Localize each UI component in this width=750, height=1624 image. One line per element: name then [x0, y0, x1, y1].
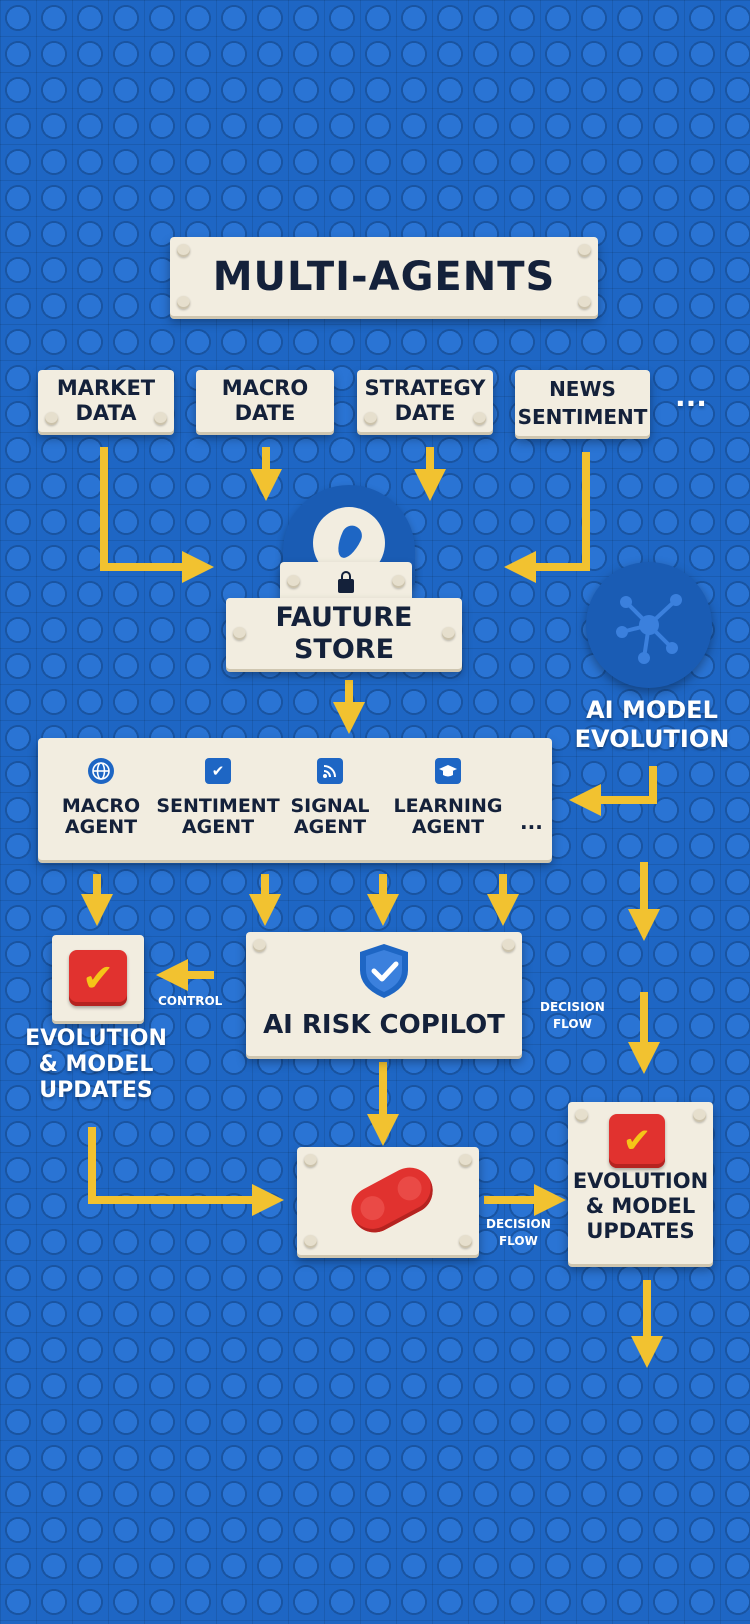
source-news-sentiment: NEWS SENTIMENT	[515, 370, 650, 436]
left-check-brick: ✔	[52, 935, 144, 1021]
agent-signal: SIGNAL AGENT	[270, 758, 390, 838]
feature-store-brick: FAUTURE STORE	[226, 598, 462, 669]
rss-icon	[317, 758, 343, 784]
source-macro-date: MACRO DATE	[196, 370, 334, 432]
agent-sentiment: ✔ SENTIMENT AGENT	[143, 758, 293, 838]
more-sources-ellipsis: ...	[675, 380, 707, 413]
source-market-data: MARKET DATA	[38, 370, 174, 432]
title-brick: MULTI-AGENTS	[170, 237, 598, 316]
ai-model-evolution-label: AI MODEL EVOLUTION	[574, 696, 730, 753]
check-icon: ✔	[69, 950, 127, 1006]
graduation-cap-icon	[435, 758, 461, 784]
agent-macro: MACRO AGENT	[41, 758, 161, 838]
decision-flow-bottom-label: DECISION FLOW	[486, 1217, 551, 1248]
arrow-evolution-to-agents	[569, 766, 657, 816]
network-node-icon	[586, 562, 712, 688]
check-icon: ✔	[609, 1114, 665, 1168]
agent-learning: LEARNING AGENT	[388, 758, 508, 838]
page-title: MULTI-AGENTS	[212, 253, 556, 300]
source-strategy-date: STRATEGY DATE	[357, 370, 493, 432]
shield-icon	[356, 942, 412, 1004]
more-agents-ellipsis: ...	[520, 810, 543, 834]
arrow-market-to-store	[100, 447, 214, 583]
globe-icon	[88, 758, 114, 784]
decision-flow-right-label: DECISION FLOW	[540, 1000, 605, 1031]
agents-brick: MACRO AGENT ✔ SENTIMENT AGENT SIGNAL AGE…	[38, 738, 552, 860]
left-updates-label: EVOLUTION & MODEL UPDATES	[25, 1026, 167, 1103]
copilot-label: AI RISK COPILOT	[263, 1010, 505, 1040]
red-pill-icon	[343, 1159, 441, 1241]
copilot-brick: AI RISK COPILOT	[246, 932, 522, 1056]
right-updates-brick: ✔ EVOLUTION & MODEL UPDATES	[568, 1102, 713, 1264]
arrow-updates-to-pill	[88, 1127, 284, 1216]
checkbox-icon: ✔	[205, 758, 231, 784]
arrow-news-to-store	[504, 452, 590, 583]
lock-icon	[338, 571, 354, 593]
pill-brick	[297, 1147, 479, 1255]
control-label: CONTROL	[158, 994, 223, 1008]
lock-brick	[280, 562, 412, 602]
